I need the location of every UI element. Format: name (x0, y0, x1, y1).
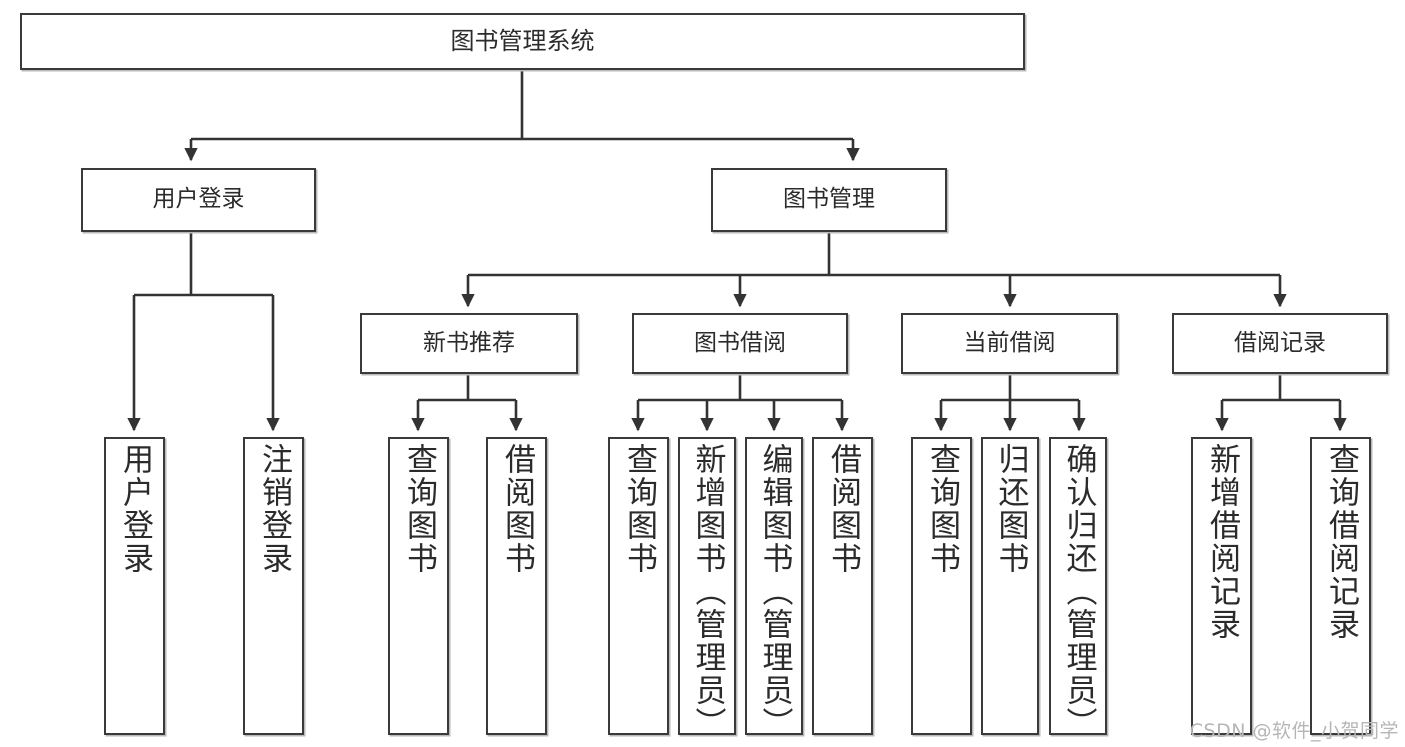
leaf-newbook-borrow-book[interactable]: 借阅图书 (486, 437, 547, 735)
node-label: 归还图书 (992, 443, 1029, 575)
node-label: 编辑图书（管理员） (756, 443, 793, 740)
leaf-borrow-query-book[interactable]: 查询图书 (608, 437, 669, 735)
node-label: 查询借阅记录 (1323, 443, 1359, 641)
node-label: 用户登录 (152, 186, 245, 213)
leaf-current-return-book[interactable]: 归还图书 (981, 437, 1039, 735)
node-label: 查询图书 (401, 443, 437, 575)
leaf-newbook-query-book[interactable]: 查询图书 (388, 437, 449, 735)
node-label: 借阅图书 (825, 443, 861, 575)
node-label: 确认归还（管理员） (1060, 443, 1097, 740)
leaf-user-logout[interactable]: 注销登录 (243, 437, 304, 735)
node-label: 当前借阅 (963, 329, 1056, 356)
node-label: 图书借阅 (694, 329, 786, 356)
node-label: 查询图书 (924, 443, 960, 575)
node-label: 图书管理 (783, 186, 875, 213)
node-label: 新增图书（管理员） (689, 443, 726, 740)
node-label: 新增借阅记录 (1204, 443, 1240, 641)
node-new-book-recommend[interactable]: 新书推荐 (360, 313, 578, 374)
node-root-system[interactable]: 图书管理系统 (20, 13, 1025, 70)
node-label: 注销登录 (256, 443, 292, 575)
node-book-management[interactable]: 图书管理 (711, 168, 947, 232)
node-label: 新书推荐 (423, 329, 515, 356)
node-label: 用户登录 (117, 443, 153, 575)
node-borrow-record[interactable]: 借阅记录 (1172, 313, 1388, 374)
leaf-borrow-add-book[interactable]: 新增图书（管理员） (678, 437, 736, 740)
leaf-record-query-record[interactable]: 查询借阅记录 (1310, 437, 1371, 735)
node-label: 图书管理系统 (450, 27, 595, 56)
leaf-record-add-record[interactable]: 新增借阅记录 (1191, 437, 1252, 735)
leaf-user-login[interactable]: 用户登录 (104, 437, 165, 735)
leaf-borrow-borrow-book[interactable]: 借阅图书 (812, 437, 873, 735)
node-user-login[interactable]: 用户登录 (81, 168, 316, 232)
node-label: 借阅图书 (499, 443, 535, 575)
node-label: 查询图书 (621, 443, 657, 575)
node-label: 借阅记录 (1234, 329, 1326, 356)
leaf-borrow-edit-book[interactable]: 编辑图书（管理员） (745, 437, 803, 740)
leaf-current-query-book[interactable]: 查询图书 (911, 437, 972, 735)
leaf-current-confirm-return[interactable]: 确认归还（管理员） (1049, 437, 1107, 740)
node-current-borrow[interactable]: 当前借阅 (901, 313, 1118, 374)
node-book-borrow[interactable]: 图书借阅 (632, 313, 848, 374)
